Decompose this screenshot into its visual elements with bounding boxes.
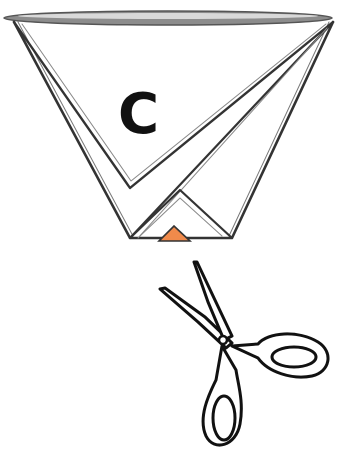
orange-tip-marker bbox=[159, 226, 190, 241]
cup-rim bbox=[4, 11, 332, 25]
right-fold-flap bbox=[130, 22, 333, 238]
step-label: C bbox=[118, 82, 159, 147]
cup-outline bbox=[14, 22, 333, 238]
folded-cup: C bbox=[4, 11, 333, 241]
scissors-icon bbox=[160, 262, 328, 445]
left-fold-flap bbox=[14, 22, 333, 188]
